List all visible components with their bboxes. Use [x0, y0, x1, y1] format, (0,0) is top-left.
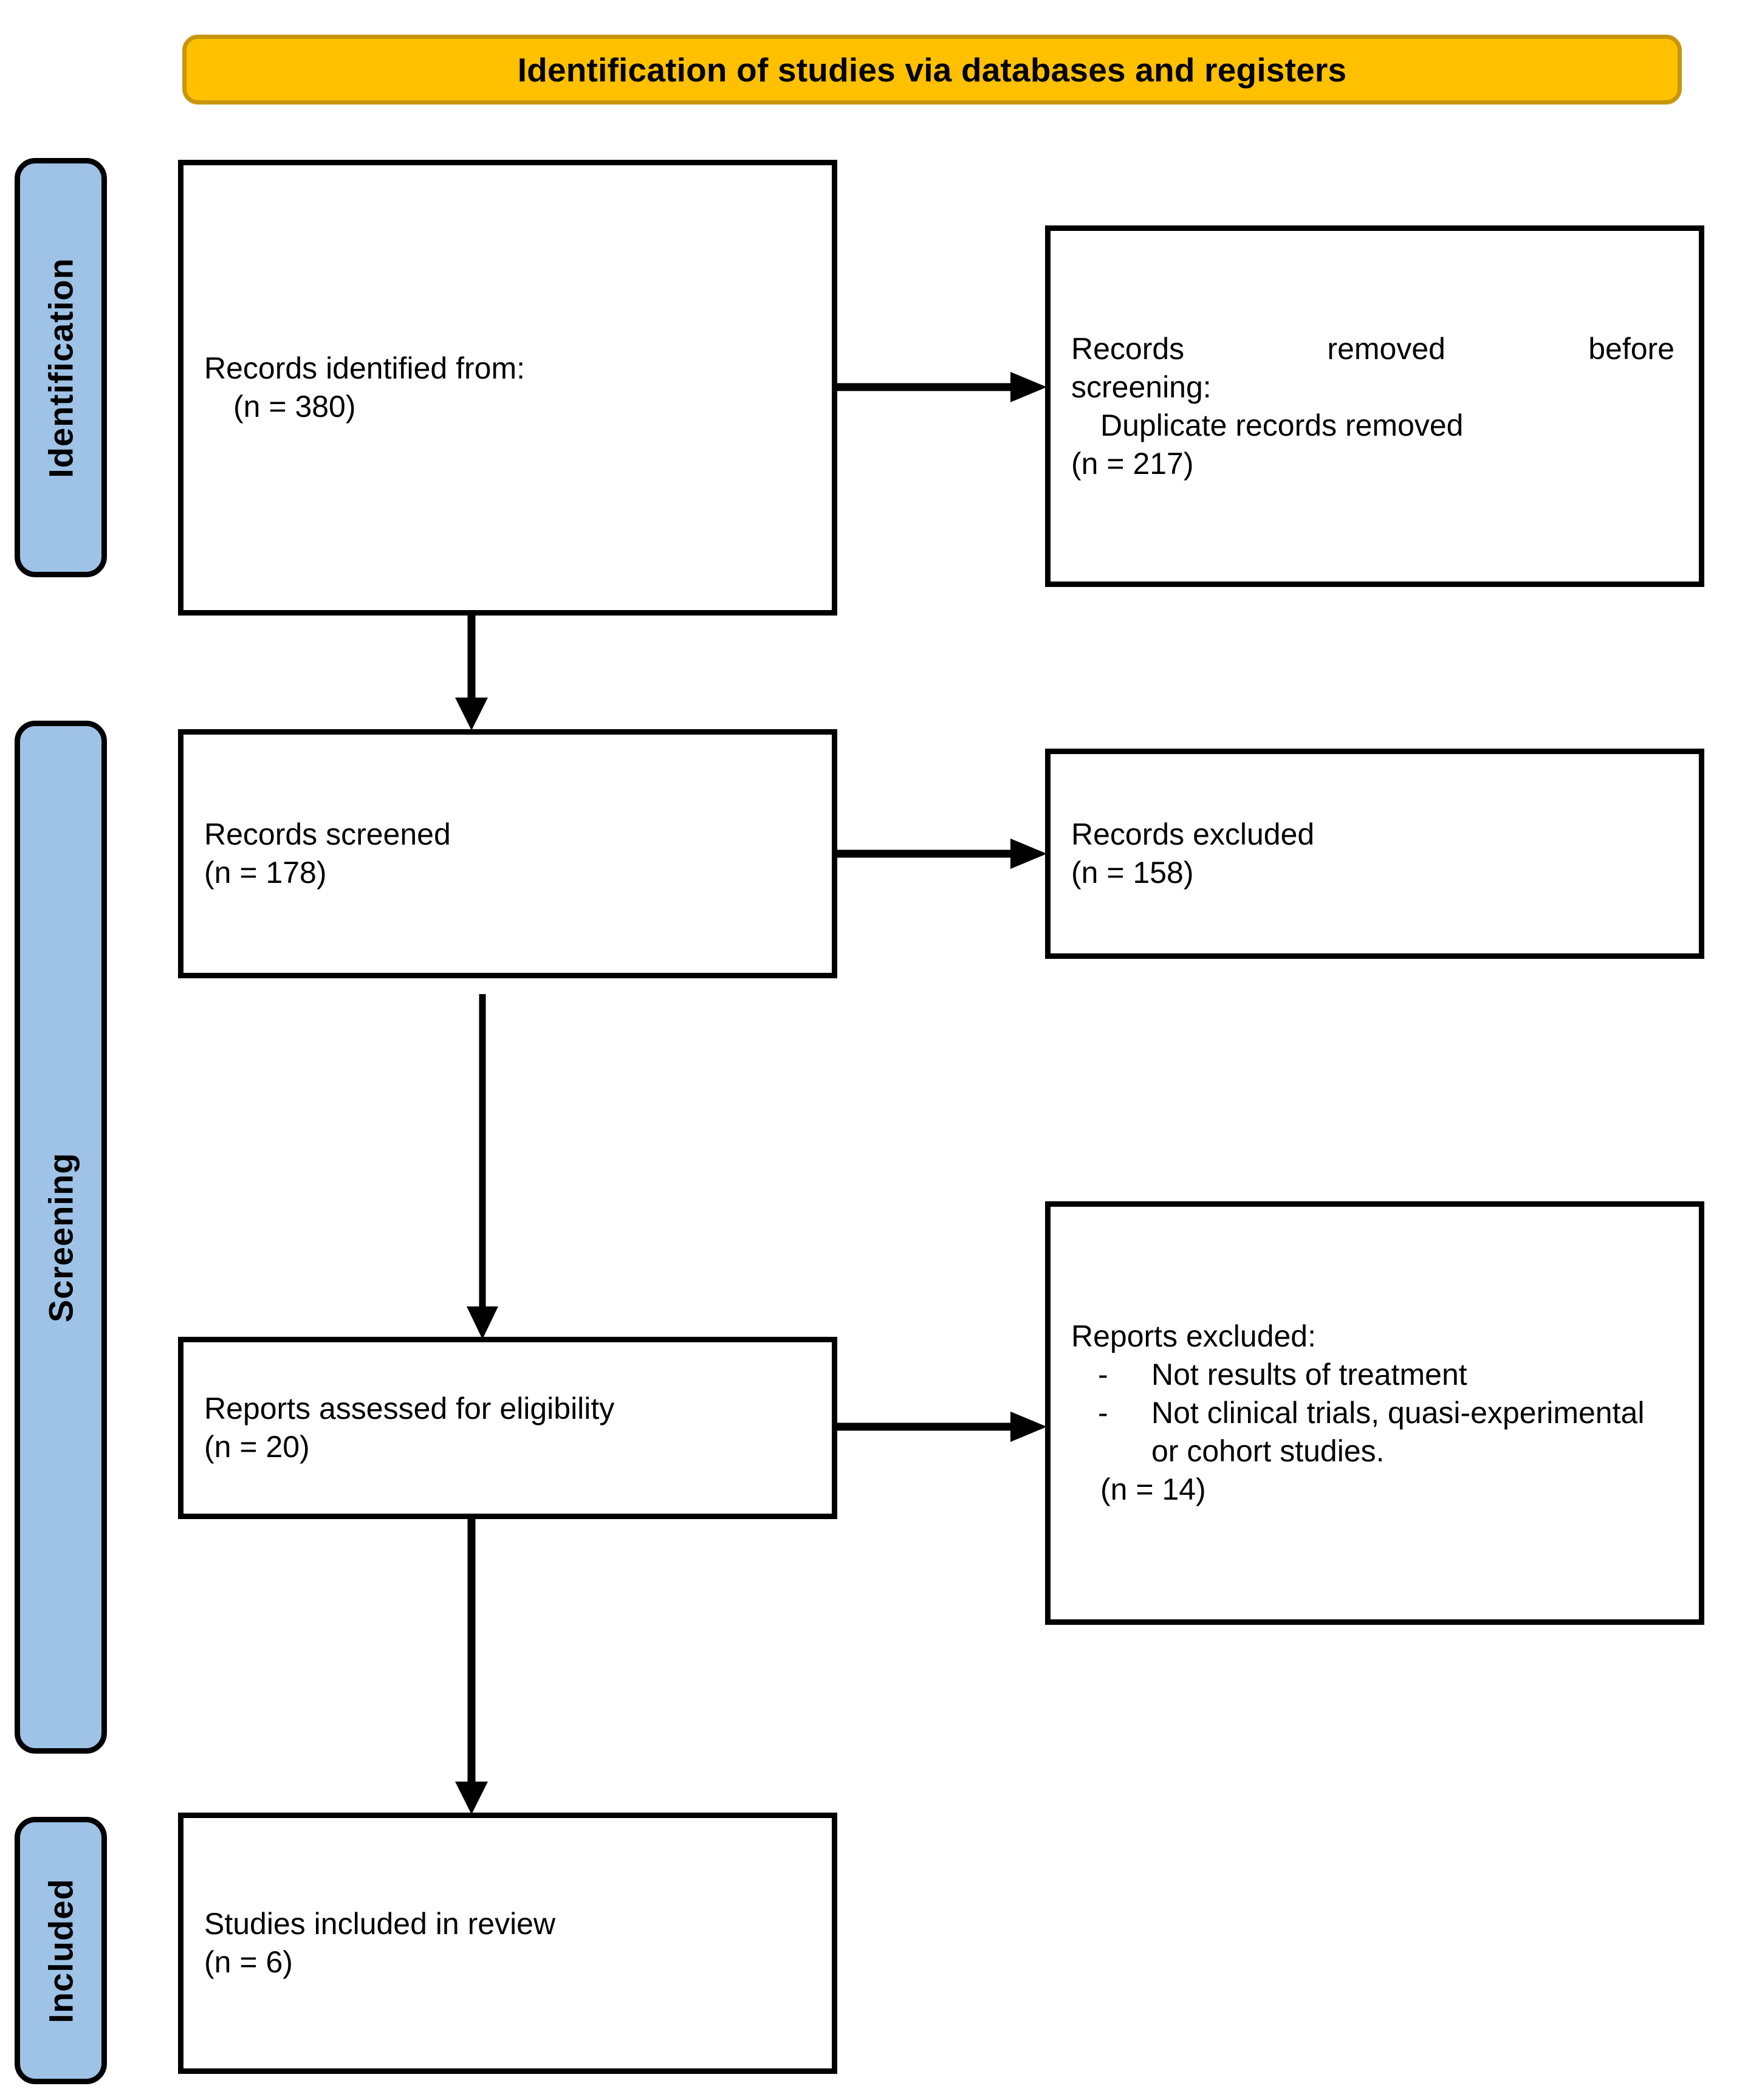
- node-count: (n = 380): [233, 389, 356, 424]
- page-title: Identification of studies via databases …: [517, 50, 1347, 89]
- phase-label-text: Screening: [41, 1152, 80, 1322]
- bullet-text: Not clinical trials, quasi-experimental …: [1151, 1396, 1645, 1468]
- node-count: (n = 14): [1100, 1472, 1206, 1506]
- node-count: (n = 158): [1071, 856, 1194, 890]
- node-count: (n = 217): [1071, 446, 1194, 481]
- list-item: - Not clinical trials, quasi-experimenta…: [1051, 1394, 1699, 1470]
- phase-label-screening: Screening: [15, 721, 107, 1754]
- connector-identified-to-removed: [834, 368, 1050, 407]
- node-count: (n = 178): [204, 856, 327, 890]
- node-count: (n = 20): [204, 1430, 310, 1464]
- list-item: - Not results of treatment: [1051, 1356, 1699, 1394]
- node-line: Records excluded: [1071, 817, 1315, 851]
- phase-label-included: Included: [15, 1817, 107, 2084]
- bullet-marker: -: [1098, 1396, 1108, 1430]
- node-records-excluded: Records excluded (n = 158): [1045, 749, 1704, 959]
- node-line: Records identified from:: [204, 351, 526, 385]
- connector-screened-to-records-excluded: [834, 834, 1050, 873]
- node-line: Reports assessed for eligibility: [204, 1391, 615, 1426]
- phase-label-text: Identification: [41, 257, 80, 478]
- node-studies-included: Studies included in review (n = 6): [178, 1813, 837, 2074]
- node-line: Records removed before: [1071, 331, 1675, 366]
- connector-assessed-to-reports-excluded: [834, 1407, 1050, 1446]
- node-line: Duplicate records removed: [1100, 408, 1464, 442]
- connector-screened-to-assessed: [463, 994, 502, 1340]
- node-line: screening:: [1071, 369, 1212, 404]
- node-line: Reports excluded:: [1071, 1319, 1317, 1353]
- bullet-text: Not results of treatment: [1151, 1357, 1467, 1391]
- phase-label-text: Included: [41, 1878, 80, 2023]
- connector-assessed-to-included: [452, 1516, 491, 1816]
- node-records-identified: Records identified from: (n = 380): [178, 160, 837, 616]
- node-count: (n = 6): [204, 1945, 293, 1979]
- node-records-screened: Records screened (n = 178): [178, 729, 837, 978]
- connector-identified-to-screened: [452, 612, 491, 732]
- node-reports-excluded: Reports excluded: - Not results of treat…: [1045, 1201, 1704, 1625]
- node-reports-assessed: Reports assessed for eligibility (n = 20…: [178, 1337, 837, 1519]
- node-line: Studies included in review: [204, 1907, 556, 1941]
- bullet-marker: -: [1098, 1357, 1108, 1391]
- diagram-title-banner: Identification of studies via databases …: [182, 35, 1682, 105]
- node-line: Records screened: [204, 817, 451, 851]
- node-records-removed: Records removed before screening: Duplic…: [1045, 225, 1704, 587]
- phase-label-identification: Identification: [15, 158, 107, 577]
